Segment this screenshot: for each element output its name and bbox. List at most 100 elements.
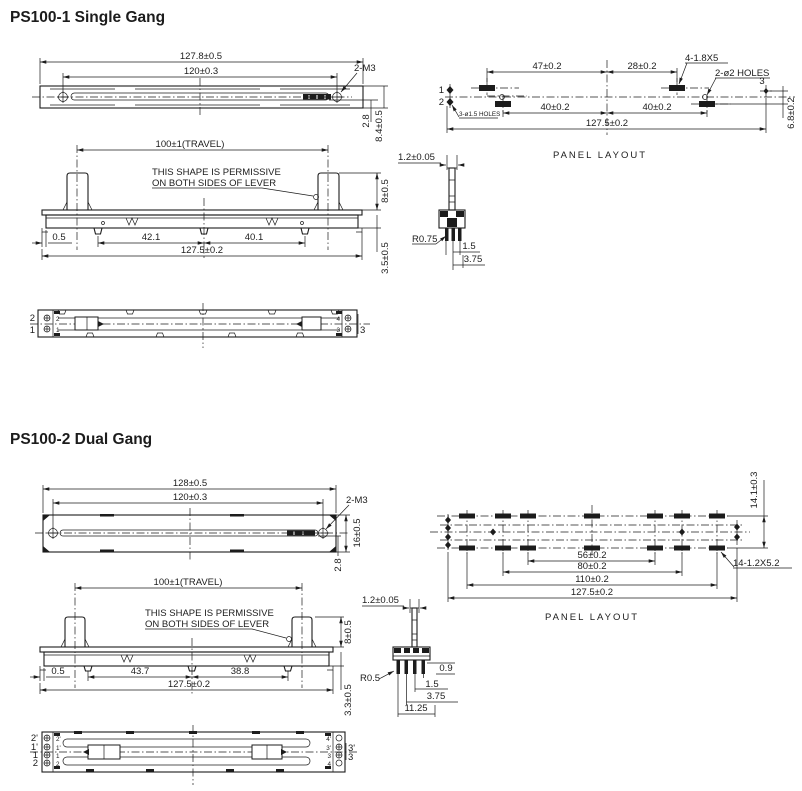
dim-body-height: 16±0.5 [352, 519, 363, 548]
lever-left [60, 616, 90, 648]
terminals-left [43, 734, 51, 767]
pin-label: 1 [30, 325, 35, 336]
dim-lever-thickness: 1.2±0.05 [362, 595, 399, 606]
dim-lever-height: 8±0.5 [380, 179, 391, 203]
dim-radius: R0.5 [360, 673, 380, 684]
panel-hole-right [702, 94, 708, 100]
dim-56: 56±0.2 [578, 550, 607, 561]
dim-left-foot: 43.7 [131, 666, 150, 677]
dim-pin-row: 3.75 [427, 691, 446, 702]
single-panel-layout: 1 2 3 47±0.2 28±0.2 4-1.8X5 2-ø2 HOLES 3… [439, 53, 797, 161]
single-front-view: 100±1(TRAVEL) THIS SHAPE IS PERMISSIVE O… [32, 139, 391, 274]
pin-label: 1' [56, 745, 61, 752]
track-top [62, 738, 311, 748]
dim-overall-width: 128±0.5 [173, 478, 207, 489]
side-pins [445, 228, 462, 241]
dim-overall: 127.5±0.2 [181, 245, 223, 256]
note-line1: THIS SHAPE IS PERMISSIVE [152, 167, 281, 178]
pin-label: 2 [56, 316, 60, 323]
dim-110: 110±0.2 [575, 574, 609, 585]
dim-body-height: 8.4±0.5 [374, 110, 385, 142]
lever-stem [410, 607, 419, 648]
pin-label: 1 [56, 753, 60, 760]
pin-label: 4 [336, 316, 340, 323]
dim-pin-span: 3.75 [464, 254, 483, 265]
pin-label: 3 [327, 753, 331, 760]
dim-overall: 127.5±0.2 [586, 118, 628, 129]
dim-28: 28±0.2 [628, 61, 657, 72]
dim-travel: 100±1(TRAVEL) [154, 577, 223, 588]
note-line2: ON BOTH SIDES OF LEVER [152, 178, 276, 189]
lever-stem [447, 167, 457, 211]
slot-size-label: 4-1.8X5 [685, 53, 718, 64]
pin-label: 2' [31, 733, 38, 744]
slot-size-label: 14-1.2X5.2 [733, 558, 779, 569]
panel-layout-caption: PANEL LAYOUT [553, 150, 647, 161]
dim-pin-pitch: 1.5 [425, 679, 438, 690]
dim-40-right: 40±0.2 [643, 102, 672, 113]
dim-40-left: 40±0.2 [541, 102, 570, 113]
dim-overall: 127.5±0.2 [571, 587, 613, 598]
dual-front-view: 100±1(TRAVEL) THIS SHAPE IS PERMISSIVE O… [30, 577, 354, 716]
panel-slots-top [459, 513, 725, 519]
pin3-label: 3 [759, 76, 764, 87]
single-top-view: 127.8±0.5 120±0.3 2-M3 2.8 8.4±0.5 [32, 51, 388, 142]
hole2-label: 2-ø2 HOLES [715, 68, 769, 79]
dim-body-depth: 3.5±0.5 [380, 242, 391, 274]
dim-edge-offset: 0.5 [52, 232, 65, 243]
single-bottom-view: 2 1 2 1 4 3 3 [30, 303, 370, 348]
pin-label: 1 [56, 327, 60, 334]
pin-label: 4' [326, 736, 331, 743]
single-side-view: 1.2±0.05 R0.75 1.5 3.75 [398, 152, 485, 270]
single-title: PS100-1 Single Gang [10, 9, 165, 26]
bottom-tabs [54, 309, 342, 338]
dim-right-foot: 40.1 [245, 232, 264, 243]
pin-label: 1 [33, 750, 38, 761]
pin-label: 2 [30, 313, 35, 324]
pin-label: 3' [348, 743, 355, 754]
dim-body-depth: 3.3±0.5 [343, 684, 354, 716]
panel-hole-left [499, 94, 505, 100]
dim-right-foot: 38.8 [231, 666, 250, 677]
terminals-left [43, 314, 51, 333]
panel-slots [471, 78, 731, 112]
edge-notches [100, 514, 244, 552]
dual-side-view: 1.2±0.05 0.9 R0.5 1.5 3.75 11. [360, 595, 458, 717]
dim-lever-height: 8±0.5 [343, 620, 354, 644]
dim-pin-pitch: 1.5 [462, 241, 475, 252]
screw-label: 2-M3 [346, 495, 368, 506]
dual-top-body [42, 514, 337, 553]
dim-47: 47±0.2 [533, 61, 562, 72]
dual-bottom-view: 2' 1' 1 2 2' 1' 1 2 4' 3' 3 4 3' 3 [30, 725, 358, 785]
pin-label: 3 [348, 752, 353, 763]
dual-panel-layout: 56±0.2 80±0.2 110±0.2 127.5±0.2 14.1±0.3… [430, 472, 792, 623]
single-gang-section: PS100-1 Single Gang 127.8±0.5 120±0.3 2-… [10, 9, 797, 348]
wiper-right [251, 744, 287, 760]
pin-label: 2 [33, 758, 38, 769]
note-line2: ON BOTH SIDES OF LEVER [145, 619, 269, 630]
lever-left [62, 172, 93, 211]
terminal-hole-2 [446, 98, 454, 106]
dim-offset-height: 6.8±0.2 [786, 97, 797, 129]
wiper-left [83, 744, 121, 760]
dim-80: 80±0.2 [578, 561, 607, 572]
dim-hole-spacing: 120±0.3 [184, 66, 218, 77]
dim-slot-height: 2.8 [333, 558, 344, 571]
dim-row-spacing: 14.1±0.3 [749, 472, 760, 509]
dim-travel: 100±1(TRAVEL) [156, 139, 225, 150]
dual-gang-section: PS100-2 Dual Gang 128±0.5 120±0.3 2-M3 [10, 431, 792, 785]
terminals-right [335, 734, 343, 767]
terminal-holes-right [734, 520, 740, 545]
hole15-label: 3-ø1.5 HOLES [459, 111, 500, 118]
side-pins [396, 660, 425, 674]
dim-edge-offset: 0.5 [51, 666, 64, 677]
wiper-right [296, 316, 322, 331]
pin-label: 4 [327, 761, 331, 768]
dim-hole-spacing: 120±0.3 [173, 492, 207, 503]
side-body [438, 209, 466, 229]
panel-slots-bottom [459, 545, 725, 551]
dim-overall: 127.5±0.2 [168, 679, 210, 690]
terminal-holes-left [445, 514, 451, 550]
